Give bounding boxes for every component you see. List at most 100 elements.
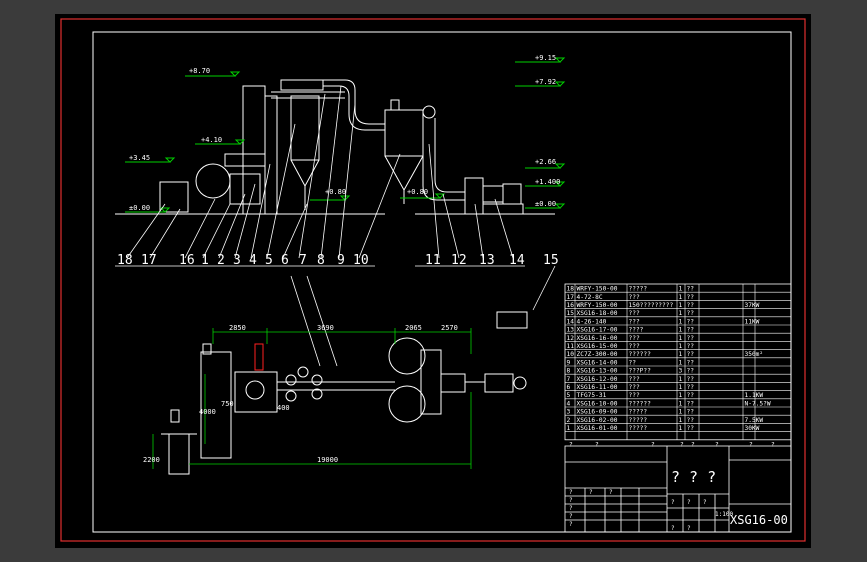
parts-cell-mat: ?? — [687, 384, 695, 391]
parts-cell-no: 13 — [567, 327, 575, 334]
parts-cell-qty: 1 — [679, 286, 683, 293]
parts-cell-code: XSG16-15-00 — [577, 343, 618, 350]
callout-leaders — [115, 85, 525, 367]
parts-cell-code: 4-26-140 — [577, 318, 607, 325]
parts-cell-name: ??? — [629, 392, 640, 399]
elev-label: ±0.00 — [129, 204, 150, 212]
parts-cell-qty: 1 — [679, 425, 683, 432]
parts-cell-code: WRFY-150-00 — [577, 286, 618, 293]
parts-header-cell: ? — [771, 441, 775, 448]
parts-cell-no: 9 — [567, 359, 571, 366]
parts-cell-name: ???? — [629, 327, 644, 334]
parts-cell-code: ZC7Z-300-00 — [577, 351, 618, 358]
callout: 2 — [217, 253, 225, 268]
parts-header-cell: ? — [749, 441, 753, 448]
parts-cell-mat: ?? — [687, 302, 695, 309]
callout: 3 — [233, 253, 241, 268]
parts-cell-qty: 1 — [679, 417, 683, 424]
callout: 11 — [425, 253, 441, 268]
parts-cell-name: ?????? — [629, 400, 652, 407]
parts-cell-no: 11 — [567, 343, 575, 350]
parts-cell-no: 8 — [567, 368, 571, 375]
parts-cell-no: 6 — [567, 384, 571, 391]
parts-header-cell: ? — [569, 441, 573, 448]
dim-label: 3690 — [317, 324, 334, 332]
parts-cell-no: 16 — [567, 302, 575, 309]
plan-dim-labels: 2850 3690 2065 2570 4000 750 400 2200 19… — [143, 324, 458, 464]
parts-cell-no: 12 — [567, 335, 575, 342]
parts-cell-no: 5 — [567, 392, 571, 399]
callout-numbers: 18 17 16 1 2 3 4 5 6 7 8 9 10 11 12 13 1… — [117, 253, 559, 268]
tb-label: ? — [589, 489, 593, 496]
callout: 18 — [117, 253, 133, 268]
parts-cell-code: XSG16-10-00 — [577, 400, 618, 407]
parts-cell-mat: ?? — [687, 425, 695, 432]
parts-header-cell: ? — [680, 441, 684, 448]
parts-cell-mat: ?? — [687, 417, 695, 424]
parts-cell-no: 10 — [567, 351, 575, 358]
parts-header-cell: ? — [691, 441, 695, 448]
parts-cell-code: WRFY-150-00 — [577, 302, 618, 309]
callout: 9 — [337, 253, 345, 268]
dim-label: 2570 — [441, 324, 458, 332]
parts-cell-code: XSG16-12-00 — [577, 376, 618, 383]
elevation-view — [115, 79, 555, 215]
parts-cell-mat: ?? — [687, 400, 695, 407]
parts-cell-name: ????? — [629, 417, 648, 424]
tb-label: ? — [671, 499, 675, 506]
tb-label: ? — [569, 505, 573, 512]
parts-cell-note: 30KW — [745, 425, 760, 432]
drawing-title: ? ? ? — [671, 468, 716, 486]
parts-cell-qty: 1 — [679, 392, 683, 399]
parts-cell-name: ??? — [629, 335, 640, 342]
parts-cell-name: ??? — [629, 310, 640, 317]
parts-cell-no: 15 — [567, 310, 575, 317]
callout: 10 — [353, 253, 369, 268]
parts-cell-mat: ?? — [687, 376, 695, 383]
parts-header-cell: ? — [715, 441, 719, 448]
parts-cell-code: XSG16-02-00 — [577, 417, 618, 424]
dim-label: 400 — [277, 404, 290, 412]
tb-label: ? — [569, 521, 573, 528]
parts-cell-code: XSG16-11-00 — [577, 384, 618, 391]
elev-label: ±0.00 — [535, 200, 556, 208]
callout: 5 — [265, 253, 273, 268]
parts-cell-note: 11KW — [745, 318, 760, 325]
parts-cell-code: XSG16-13-00 — [577, 368, 618, 375]
elev-label: +9.15 — [535, 54, 556, 62]
parts-cell-code: XSG16-17-00 — [577, 327, 618, 334]
parts-cell-qty: 1 — [679, 327, 683, 334]
tb-label: ? — [569, 513, 573, 520]
parts-cell-no: 18 — [567, 286, 575, 293]
parts-cell-qty: 1 — [679, 400, 683, 407]
parts-cell-code: XSG16-09-00 — [577, 409, 618, 416]
parts-cell-qty: 1 — [679, 351, 683, 358]
parts-cell-code: TFG75-31 — [577, 392, 607, 399]
elev-label: +1.400 — [535, 178, 560, 186]
leader-15 — [532, 265, 556, 311]
elev-label: +0.80 — [407, 188, 428, 196]
elev-label: +4.10 — [201, 136, 222, 144]
parts-cell-qty: 1 — [679, 335, 683, 342]
parts-cell-mat: ?? — [687, 368, 695, 375]
parts-cell-code: 4-72-8C — [577, 294, 603, 301]
parts-cell-mat: ?? — [687, 359, 695, 366]
parts-cell-name: ??? — [629, 294, 640, 301]
parts-cell-no: 14 — [567, 318, 575, 325]
callout: 15 — [543, 253, 559, 268]
elev-label: +3.45 — [129, 154, 150, 162]
tb-label: ? — [687, 525, 691, 532]
parts-cell-note: 350m² — [745, 351, 764, 358]
parts-cell-name: ????? — [629, 286, 648, 293]
parts-cell-mat: ?? — [687, 351, 695, 358]
parts-cell-code: XSG16-18-00 — [577, 310, 618, 317]
parts-cell-mat: ?? — [687, 327, 695, 334]
title-block — [564, 445, 792, 533]
tb-label: ? — [609, 489, 613, 496]
callout: 7 — [299, 253, 307, 268]
parts-cell-mat: ?? — [687, 343, 695, 350]
parts-cell-no: 4 — [567, 400, 571, 407]
callout: 12 — [451, 253, 467, 268]
dim-label: 2850 — [229, 324, 246, 332]
